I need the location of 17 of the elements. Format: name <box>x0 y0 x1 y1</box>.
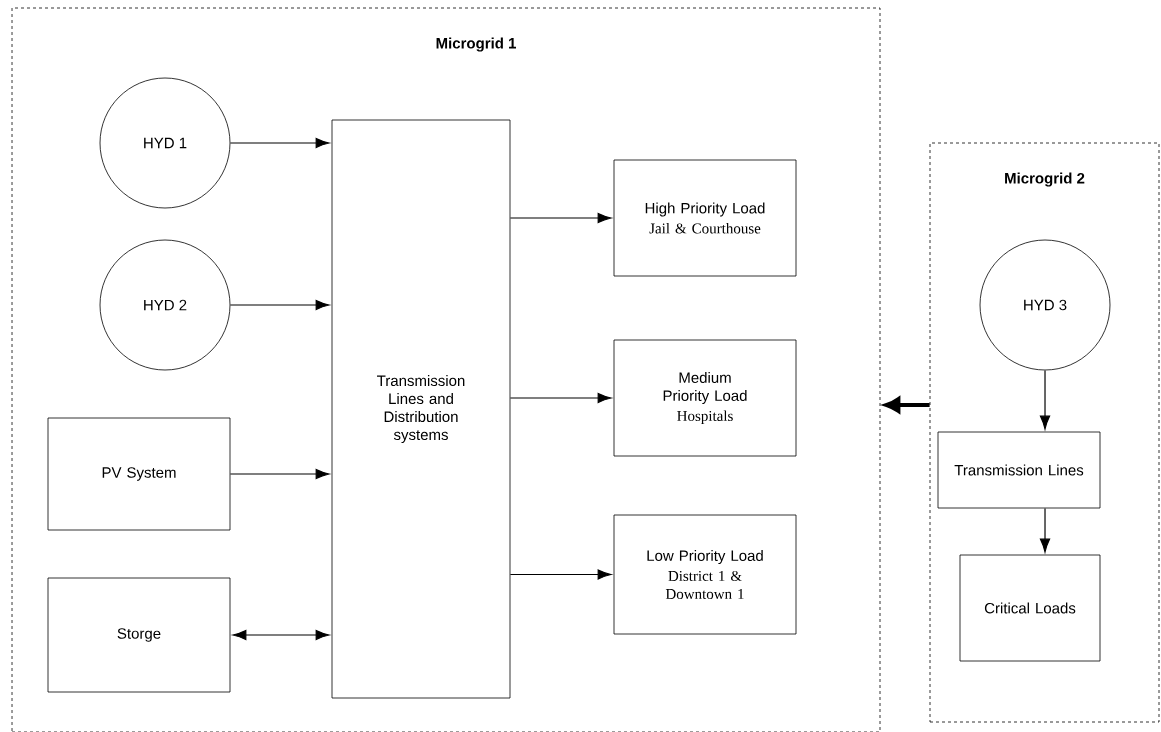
arrow <box>229 299 330 311</box>
arrow <box>509 392 612 404</box>
arrow <box>509 569 612 580</box>
process-box: Low Priority Load District 1 & Downtown 1 <box>613 514 797 635</box>
arrow <box>1039 507 1051 553</box>
arrow <box>229 468 330 480</box>
arrow <box>1039 369 1051 430</box>
process-box: High Priority Load Jail & Courthouse <box>613 159 797 277</box>
process-box: PV System <box>47 417 231 531</box>
process-box: Medium Priority Load Hospitals <box>613 339 797 457</box>
process-box: Critical Loads <box>959 554 1101 662</box>
process-box: Transmission Lines <box>937 431 1101 509</box>
arrow <box>229 137 330 149</box>
arrow <box>509 212 612 224</box>
arrow <box>232 629 330 641</box>
process-box: Storge <box>47 577 231 693</box>
process-box: Transmission Lines and Distribution systems <box>331 119 511 699</box>
